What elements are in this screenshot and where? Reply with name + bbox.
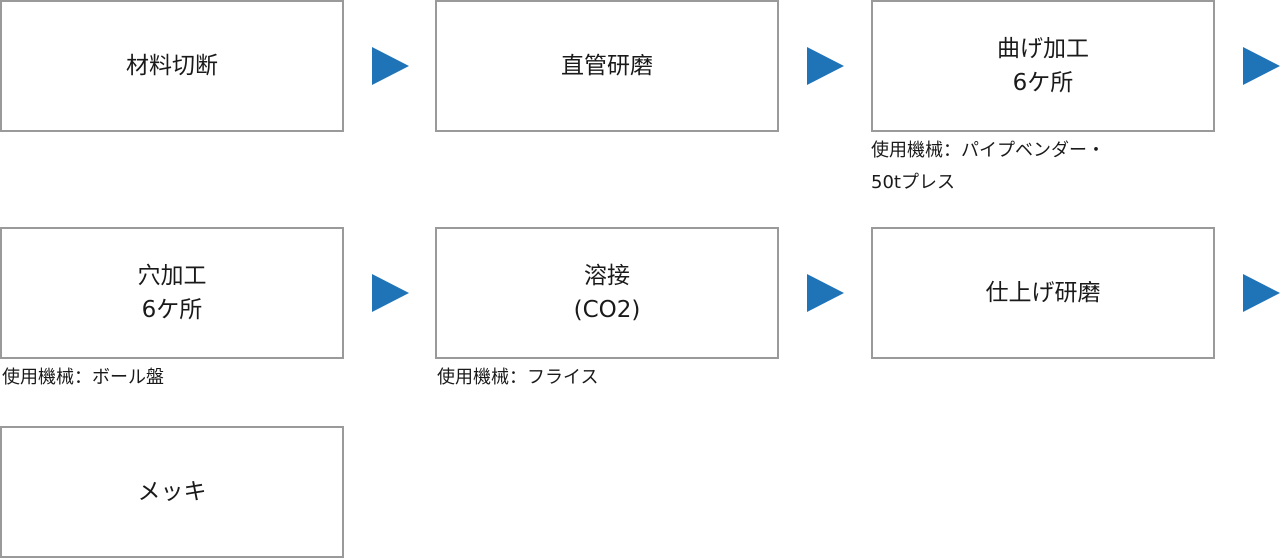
flow-arrow-icon (1243, 47, 1280, 85)
process-step-pipe-polishing: 直管研磨 (435, 0, 779, 132)
flow-arrow-icon (372, 47, 409, 85)
process-step-label: 曲げ加工 6ケ所 (997, 36, 1089, 96)
process-step-label: 穴加工 6ケ所 (137, 263, 207, 323)
flow-arrow-icon (1243, 274, 1280, 312)
process-step-label: 溶接 (CO2) (573, 263, 641, 323)
process-step-bending: 曲げ加工 6ケ所 (871, 0, 1215, 132)
process-step-cutting: 材料切断 (0, 0, 344, 132)
process-step-welding: 溶接 (CO2) (435, 227, 779, 359)
flow-arrow-icon (807, 47, 844, 85)
process-step-drilling: 穴加工 6ケ所 (0, 227, 344, 359)
flow-arrow-icon (372, 274, 409, 312)
machine-note-drilling: 使用機械：ボール盤 (2, 367, 164, 388)
process-step-label: 材料切断 (126, 53, 218, 79)
process-step-plating: メッキ (0, 426, 344, 558)
machine-note-bending: 使用機械：パイプベンダー・ 50tプレス (871, 140, 1105, 193)
machine-note-welding: 使用機械：フライス (437, 367, 599, 388)
process-step-label: メッキ (137, 479, 207, 505)
process-step-label: 直管研磨 (561, 53, 653, 79)
flow-arrow-icon (807, 274, 844, 312)
process-step-label: 仕上げ研磨 (985, 280, 1101, 306)
process-step-finish-polishing: 仕上げ研磨 (871, 227, 1215, 359)
